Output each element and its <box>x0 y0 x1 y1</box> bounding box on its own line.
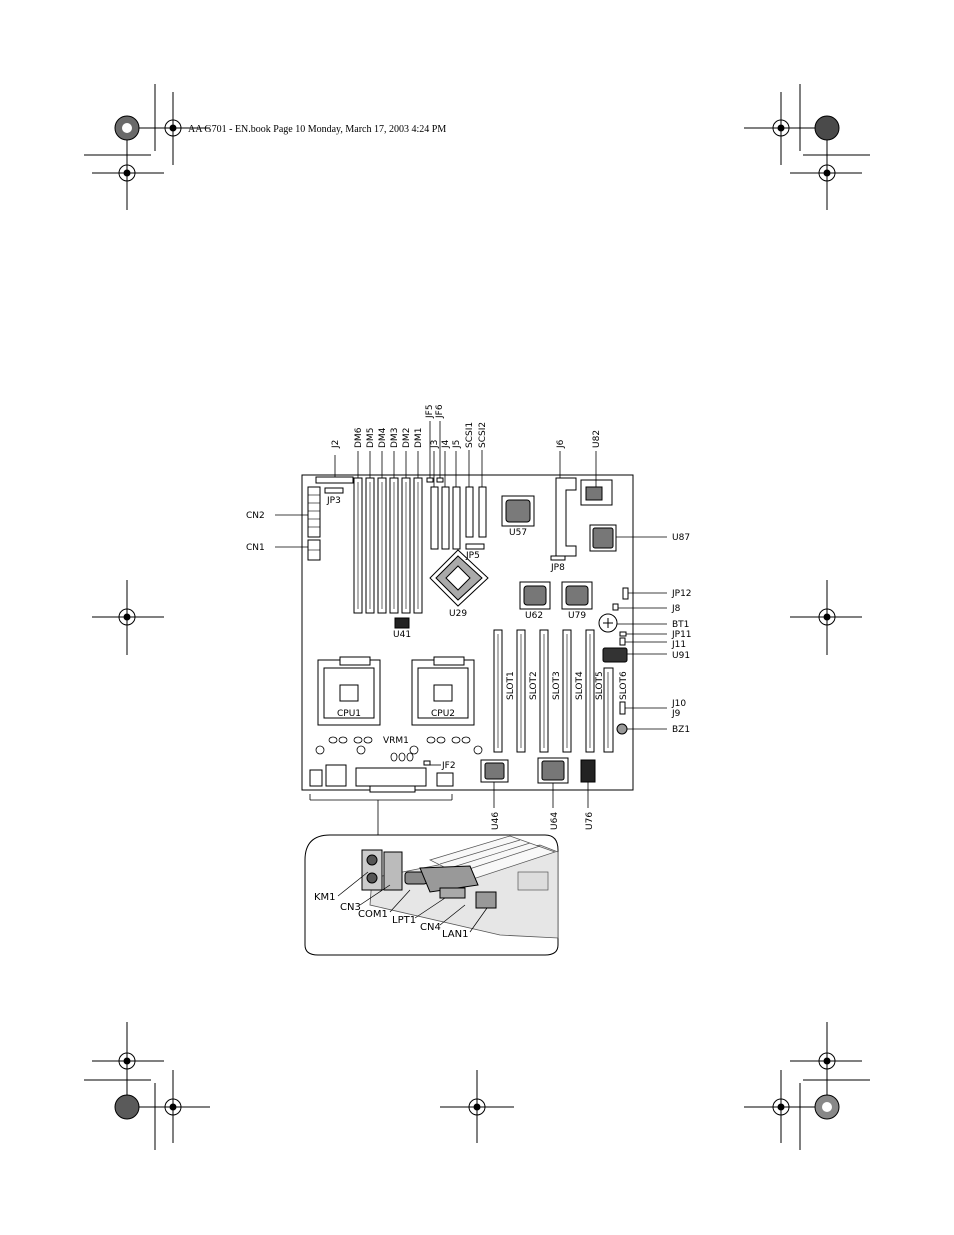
label-u62: U62 <box>525 611 543 621</box>
cn2-connector <box>307 486 321 538</box>
label-slot5: SLOT5 <box>595 671 605 700</box>
label-cpu2: CPU2 <box>431 709 455 719</box>
j8-connector <box>612 603 619 611</box>
j4-connector <box>441 486 450 550</box>
label-jf6: JF6 <box>435 404 445 419</box>
label-j6: J6 <box>556 439 566 449</box>
label-u41: U41 <box>393 630 411 640</box>
label-slot6: SLOT6 <box>619 671 629 700</box>
label-u46: U46 <box>491 812 501 830</box>
label-vrm1: VRM1 <box>383 736 409 746</box>
label-scsi2: SCSI2 <box>478 422 488 448</box>
label-jp3: JP3 <box>326 496 341 506</box>
label-u91: U91 <box>672 651 690 661</box>
label-dm4: DM4 <box>378 427 388 448</box>
label-u57: U57 <box>509 528 527 538</box>
diagram-labels: J2 DM6 DM5 DM4 DM3 DM2 DM1 JF5 JF6 J3 J4… <box>246 404 692 940</box>
jf6-jumper <box>436 477 444 483</box>
u91-chip <box>602 647 628 663</box>
label-jp8: JP8 <box>550 563 565 573</box>
label-lpt1: LPT1 <box>392 915 416 926</box>
label-slot4: SLOT4 <box>575 671 585 700</box>
label-bt1: BT1 <box>672 620 689 630</box>
label-dm1: DM1 <box>414 428 424 448</box>
label-j11: J11 <box>671 640 686 650</box>
label-km1: KM1 <box>314 892 336 903</box>
label-dm3: DM3 <box>390 428 400 448</box>
label-cn3: CN3 <box>340 902 361 913</box>
label-u76: U76 <box>585 812 595 830</box>
label-jf2: JF2 <box>441 761 456 771</box>
label-cn1: CN1 <box>246 543 265 553</box>
scsi1-connector <box>465 486 474 538</box>
cpu2-socket <box>411 656 475 726</box>
jp8-jumper <box>550 555 566 561</box>
registration-marks <box>84 84 870 1150</box>
bt1-battery <box>598 613 618 633</box>
jf5-jumper <box>426 477 434 483</box>
label-j10: J10 <box>671 699 686 709</box>
label-cn2: CN2 <box>246 511 265 521</box>
jp12-jumper <box>622 587 629 600</box>
label-jp5: JP5 <box>465 551 480 561</box>
color-target-marks <box>114 115 840 1120</box>
label-cn4: CN4 <box>420 922 441 933</box>
label-j4: J4 <box>441 439 451 449</box>
j3-connector <box>430 486 439 550</box>
label-jp12: JP12 <box>671 589 692 599</box>
label-jp11: JP11 <box>671 630 692 640</box>
u41-chip <box>394 617 410 629</box>
jp5-jumper <box>465 543 485 550</box>
label-dm2: DM2 <box>402 428 412 448</box>
label-j9: J9 <box>671 709 681 719</box>
label-jf5: JF5 <box>425 404 435 419</box>
cpu1-socket <box>317 656 381 726</box>
label-cpu1: CPU1 <box>337 709 361 719</box>
label-j2: J2 <box>331 440 341 449</box>
u29-chip <box>429 549 489 607</box>
label-bz1: BZ1 <box>672 725 690 735</box>
j2-connector <box>315 476 354 484</box>
rear-io-inset <box>304 834 559 956</box>
io-lpt1-com1 <box>355 767 427 787</box>
label-u64: U64 <box>550 812 560 830</box>
label-slot3: SLOT3 <box>552 671 562 700</box>
io-lan1 <box>436 772 454 787</box>
bz1-buzzer <box>616 723 628 735</box>
label-dm5: DM5 <box>366 428 376 448</box>
io-cn3 <box>325 764 347 787</box>
label-scsi1: SCSI1 <box>465 422 475 448</box>
u76-chip <box>580 759 596 783</box>
label-j3: J3 <box>430 440 440 449</box>
label-com1: COM1 <box>358 909 388 920</box>
label-j5: J5 <box>452 440 462 449</box>
io-km1 <box>309 769 323 787</box>
vrm-components <box>315 736 483 762</box>
j5-connector <box>452 486 461 550</box>
scsi2-connector <box>478 486 487 538</box>
label-u87: U87 <box>672 533 690 543</box>
jp3-jumper <box>324 487 344 494</box>
jf2-jumper <box>423 760 431 766</box>
label-dm6: DM6 <box>354 427 364 448</box>
j10-j9-connector <box>619 701 626 715</box>
jp11-jumper <box>619 631 627 637</box>
leader-lines <box>275 421 667 835</box>
label-u82: U82 <box>592 430 602 448</box>
label-lan1: LAN1 <box>442 929 468 940</box>
label-slot2: SLOT2 <box>529 671 539 700</box>
j11-connector <box>619 637 626 646</box>
label-slot1: SLOT1 <box>506 671 516 700</box>
page-header: AA G701 - EN.book Page 10 Monday, March … <box>188 124 447 135</box>
label-j8: J8 <box>671 604 681 614</box>
label-u29: U29 <box>449 609 467 619</box>
label-u79: U79 <box>568 611 586 621</box>
